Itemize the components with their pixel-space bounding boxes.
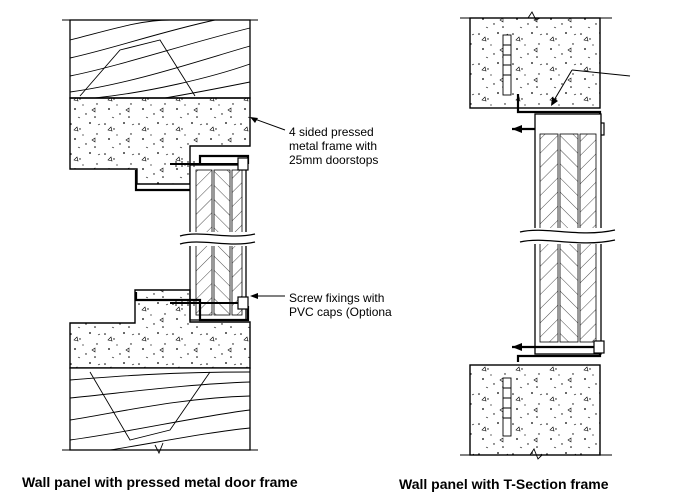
left-bottom-metal-frame — [134, 292, 250, 322]
right-bottom-t-section — [516, 354, 602, 362]
left-top-timber-wall — [62, 19, 258, 99]
left-bottom-timber-wall — [62, 367, 258, 455]
left-leader-arrows — [250, 117, 286, 299]
left-bottom-screw — [170, 296, 249, 310]
left-section-drawing — [62, 19, 286, 455]
caption-left: Wall panel with pressed metal door frame — [22, 474, 298, 490]
frame-note-line-3: 25mm doorstops — [289, 153, 379, 167]
left-top-screw — [170, 157, 249, 171]
right-door-panel — [519, 113, 616, 355]
screw-note-line-1: Screw fixings with — [289, 291, 385, 305]
right-bottom-screw — [512, 340, 605, 354]
right-section-drawing — [460, 11, 631, 460]
right-top-concrete-block — [460, 11, 612, 109]
screw-note-line-2: PVC caps (Optiona — [289, 305, 392, 319]
caption-right: Wall panel with T-Section frame — [399, 476, 609, 492]
left-door-panel — [179, 164, 256, 321]
screw-note: Screw fixings with PVC caps (Optiona — [289, 291, 399, 319]
right-bottom-concrete-block — [460, 364, 612, 460]
frame-note: 4 sided pressed metal frame with 25mm do… — [289, 125, 409, 167]
frame-note-line-1: 4 sided pressed — [289, 125, 374, 139]
frame-note-line-2: metal frame with — [289, 139, 378, 153]
right-leader-arrow — [551, 69, 631, 106]
